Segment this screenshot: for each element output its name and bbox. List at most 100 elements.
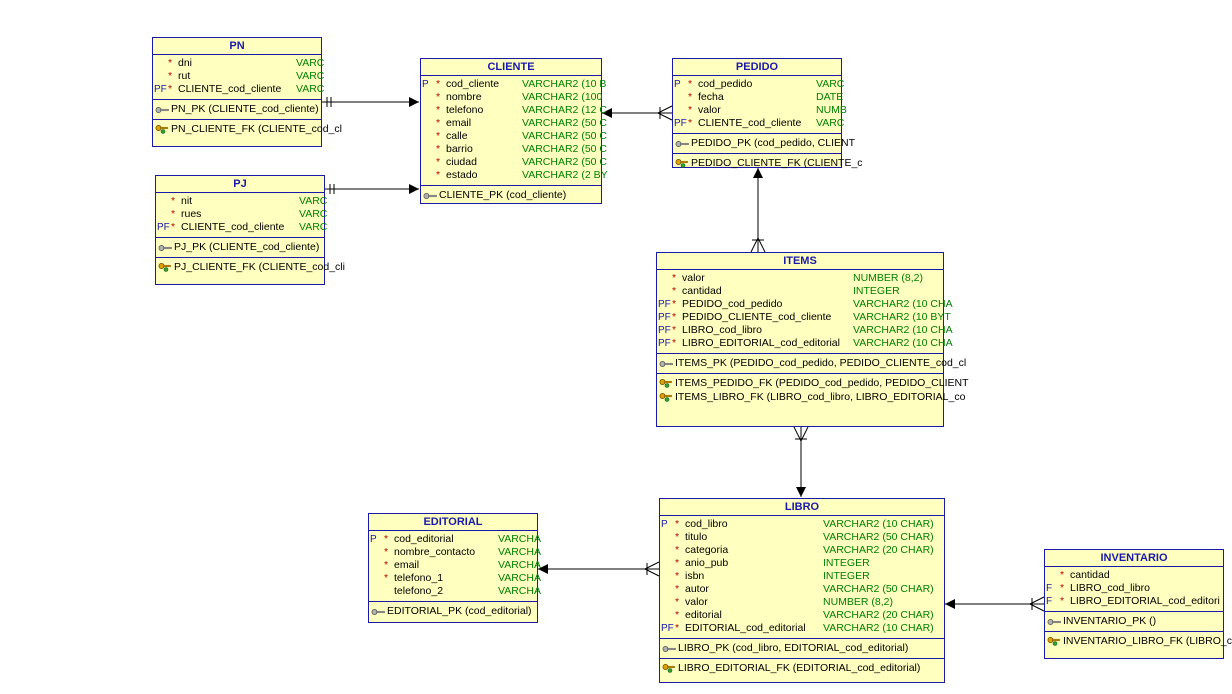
key-flag: P — [422, 79, 429, 90]
foreign-key-constraint: PN_CLIENTE_FK (CLIENTE_cod_cl — [153, 122, 342, 136]
constraint-label: LIBRO_PK (cod_libro, EDITORIAL_cod_edito… — [678, 642, 909, 654]
foreign-key-constraint: PEDIDO_CLIENTE_FK (CLIENTE_c — [673, 156, 863, 170]
constraint-label: INVENTARIO_LIBRO_FK (LIBRO_c — [1063, 635, 1232, 647]
required-marker: * — [171, 195, 176, 207]
foreign-key-list: INVENTARIO_LIBRO_FK (LIBRO_c — [1045, 632, 1232, 648]
foreign-key-icon — [662, 664, 675, 673]
attribute-row: * email VARCHAR2 (50 C — [421, 117, 607, 130]
required-marker: * — [171, 208, 176, 220]
attribute-name: email — [446, 117, 472, 129]
attribute-type: VARCHAR2 (20 CHAR) — [823, 544, 934, 556]
attribute-name: ciudad — [446, 156, 477, 168]
foreign-key-icon — [675, 159, 688, 168]
entity-title: PEDIDO — [673, 59, 841, 76]
attribute-type: VARCHAR2 (10 CHA — [853, 298, 953, 310]
required-marker: * — [675, 622, 680, 634]
attribute-name: PEDIDO_CLIENTE_cod_cliente — [682, 311, 832, 323]
constraint-label: PN_PK (CLIENTE_cod_cliente) — [171, 103, 319, 115]
attribute-type: VARCHAR2 (10 CHA — [853, 337, 953, 349]
foreign-key-icon — [158, 263, 171, 272]
attribute-type: VARCHA — [498, 533, 541, 545]
primary-key-constraint: EDITORIAL_PK (cod_editorial) — [369, 602, 537, 621]
attribute-type: VARCHAR2 (12 C — [522, 104, 607, 116]
attribute-type: VARCHA — [498, 585, 541, 597]
attribute-name: barrio — [446, 143, 473, 155]
attribute-name: categoria — [685, 544, 729, 556]
attribute-type: NUMBER (8,2) — [853, 272, 924, 284]
attribute-name: telefono_1 — [394, 572, 444, 584]
foreign-key-icon — [659, 393, 672, 402]
required-marker: * — [675, 531, 680, 543]
attribute-type: VARCHAR2 (50 C — [522, 117, 607, 129]
attribute-name: cod_libro — [685, 518, 728, 530]
attribute-name: EDITORIAL_cod_editorial — [685, 622, 806, 634]
foreign-key-list: PJ_CLIENTE_FK (CLIENTE_cod_cli — [156, 258, 345, 274]
attribute-type: VARC — [299, 208, 328, 220]
required-marker: * — [384, 546, 389, 558]
attribute-type: VARCHA — [498, 572, 541, 584]
required-marker: * — [436, 117, 441, 129]
required-marker: * — [171, 221, 176, 233]
primary-key-constraint: CLIENTE_PK (cod_cliente) — [421, 186, 601, 205]
required-marker: * — [675, 583, 680, 595]
foreign-key-constraint: ITEMS_PEDIDO_FK (PEDIDO_cod_pedido, PEDI… — [657, 376, 969, 390]
required-marker: * — [436, 130, 441, 142]
attribute-type: VARCHA — [498, 559, 541, 571]
attribute-type: NUMBER (8,2) — [823, 596, 894, 608]
foreign-key-constraint: LIBRO_EDITORIAL_FK (EDITORIAL_cod_editor… — [660, 661, 944, 675]
attribute-type: VARC — [299, 221, 328, 233]
attribute-type: VARCHAR2 (50 C — [522, 156, 607, 168]
attribute-type: INTEGER — [823, 557, 870, 569]
foreign-key-icon — [1047, 637, 1060, 646]
foreign-key-icon — [659, 379, 672, 388]
attribute-type: VARCHAR2 (10 CHA — [853, 324, 953, 336]
key-flag: PF — [658, 325, 671, 336]
foreign-key-icon — [155, 125, 168, 134]
attribute-name: valor — [685, 596, 708, 608]
constraint-label: ITEMS_PEDIDO_FK (PEDIDO_cod_pedido, PEDI… — [675, 377, 969, 389]
attribute-name: calle — [446, 130, 468, 142]
attribute-type: VARC — [816, 78, 845, 90]
entity-title: EDITORIAL — [369, 514, 537, 531]
attribute-type: VARCHAR2 (2 BY — [522, 169, 608, 181]
attribute-name: LIBRO_cod_libro — [1070, 582, 1150, 594]
attribute-name: valor — [698, 104, 721, 116]
attribute-row: * categoria VARCHAR2 (20 CHAR) — [660, 544, 944, 557]
foreign-key-list: LIBRO_EDITORIAL_FK (EDITORIAL_cod_editor… — [660, 659, 944, 675]
key-flag: PF — [658, 299, 671, 310]
attribute-type: VARCHA — [498, 546, 541, 558]
attribute-row: F*LIBRO_EDITORIAL_cod_editori — [1045, 595, 1223, 608]
required-marker: * — [436, 91, 441, 103]
primary-key-icon — [662, 646, 676, 652]
attribute-name: valor — [682, 272, 705, 284]
required-marker: * — [672, 311, 677, 323]
required-marker: * — [675, 544, 680, 556]
entity-title: LIBRO — [660, 499, 944, 516]
required-marker: * — [688, 104, 693, 116]
attribute-type: INTEGER — [853, 285, 900, 297]
